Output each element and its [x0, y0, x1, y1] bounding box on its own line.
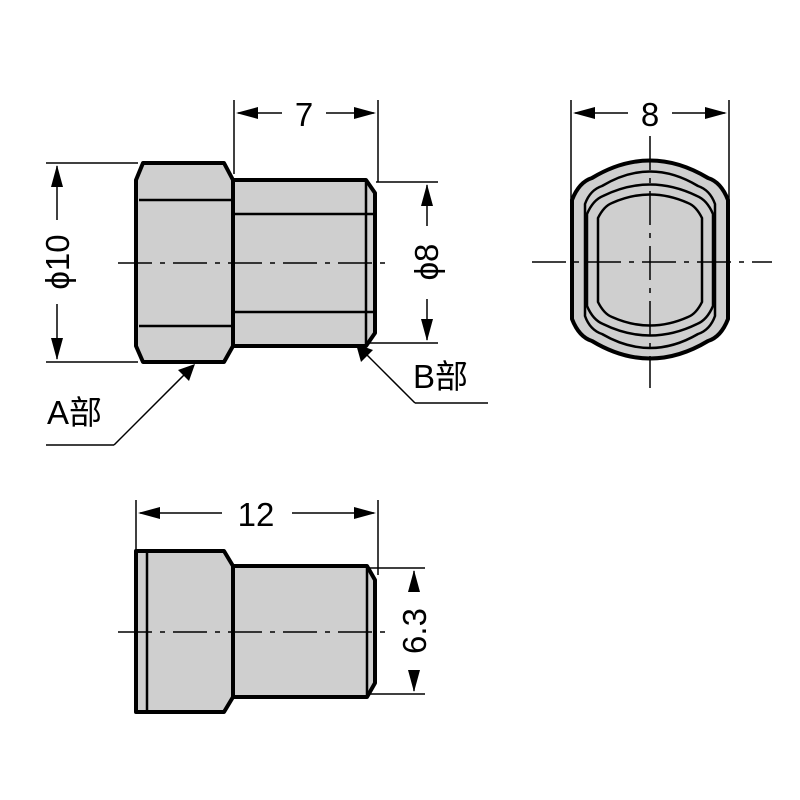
arrow-head — [408, 670, 420, 692]
leader-line-a — [113, 368, 191, 446]
arrow-head — [236, 107, 258, 119]
leader-line-b — [360, 348, 416, 404]
arrow-head — [354, 107, 376, 119]
side-view-top: 7 ϕ10 ϕ8 A部 B部 — [39, 96, 488, 446]
dim-end-view-width: 8 — [641, 96, 659, 133]
dim-top-width: 7 — [295, 96, 313, 133]
arrow-head — [138, 507, 160, 519]
end-view-inner-face — [596, 193, 704, 327]
end-view-ring-2 — [585, 183, 715, 337]
arrow-head — [408, 570, 420, 592]
arrow-head — [51, 338, 63, 360]
end-view: 8 — [532, 96, 772, 388]
arrow-head — [356, 344, 373, 362]
dim-flat-height: 6.3 — [396, 608, 433, 654]
dim-total-length: 12 — [238, 496, 275, 533]
dim-outer-diameter: ϕ10 — [39, 234, 76, 289]
arrow-head — [178, 364, 195, 381]
arrow-head — [51, 165, 63, 187]
side-view-bottom: 12 6.3 — [118, 496, 433, 714]
label-part-b: B部 — [413, 358, 468, 395]
arrow-head — [421, 319, 433, 341]
arrow-head — [421, 184, 433, 206]
arrow-head — [573, 107, 595, 119]
dim-inner-diameter: ϕ8 — [408, 244, 445, 281]
end-view-ring-1 — [583, 170, 717, 350]
arrow-head — [705, 107, 727, 119]
label-part-a: A部 — [47, 394, 102, 431]
arrow-head — [354, 507, 376, 519]
